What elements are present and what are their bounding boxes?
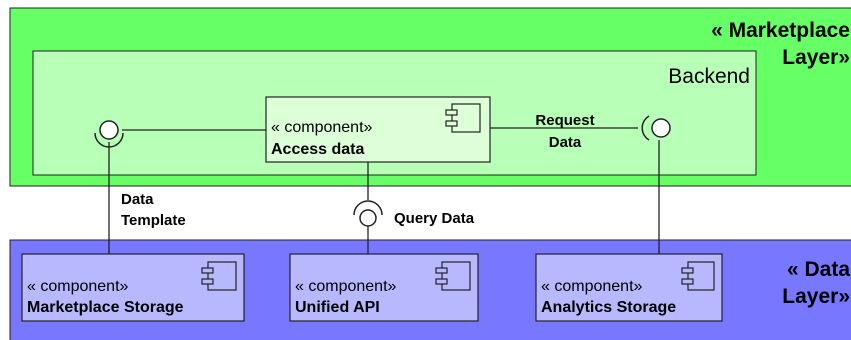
access-data-name: Access data [271, 141, 364, 158]
marketplace-storage-stereotype: « component» [27, 278, 129, 295]
component-icon [445, 103, 481, 133]
component-icon [681, 261, 715, 291]
connectors [108, 127, 660, 254]
required-interface-icon [94, 132, 124, 148]
query-data-label: Query Data [394, 210, 475, 227]
access-data-stereotype: « component» [271, 119, 373, 136]
required-interface-icon [353, 200, 383, 216]
analytics-storage-stereotype: « component» [541, 278, 643, 295]
backend-label: Backend [668, 65, 750, 88]
component-analytics-storage[interactable]: « component» Analytics Storage [535, 253, 723, 322]
component-icon [201, 261, 237, 291]
unified-api-name: Unified API [295, 299, 380, 316]
data-template-label-line1: Data [121, 191, 154, 208]
component-access-data[interactable]: « component» Access data [265, 96, 491, 163]
request-data-label-line1: Request [535, 112, 594, 129]
component-icon [435, 261, 471, 291]
marketplace-layer-subtitle: Layer» [782, 46, 850, 69]
required-interface-icon [641, 115, 650, 141]
unified-api-stereotype: « component» [295, 278, 397, 295]
request-data-label-line2: Data [549, 134, 582, 151]
component-marketplace-storage[interactable]: « component» Marketplace Storage [21, 253, 245, 322]
marketplace-storage-box[interactable] [21, 253, 245, 322]
provided-interface-icon [651, 118, 671, 138]
data-layer-subtitle: Layer» [782, 285, 850, 308]
component-unified-api[interactable]: « component» Unified API [289, 253, 479, 322]
marketplace-storage-name: Marketplace Storage [27, 299, 184, 316]
request-data-interface: Request Data [535, 112, 671, 151]
marketplace-layer-title: « Marketplace [711, 19, 850, 42]
provided-interface-icon [99, 120, 119, 140]
data-template-interface: Data Template [94, 120, 186, 229]
query-data-interface: Query Data [353, 200, 475, 227]
data-template-label-line2: Template [121, 212, 186, 229]
analytics-storage-name: Analytics Storage [541, 299, 676, 316]
provided-interface-icon [359, 209, 377, 227]
data-layer-title: « Data [787, 258, 850, 281]
